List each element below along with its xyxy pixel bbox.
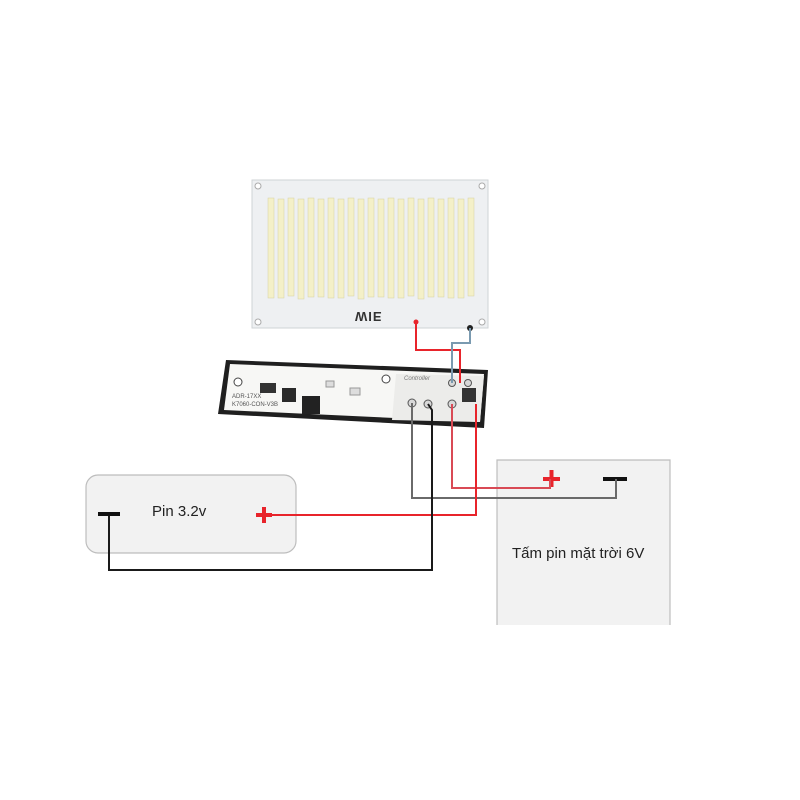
board-right-section [392,374,484,422]
led-strip [397,198,405,299]
board-chip [302,396,320,414]
controller-board [218,360,488,428]
led-strip [407,197,415,297]
board-component [349,387,361,396]
solar-panel-box [496,459,671,625]
led-panel-code: WIE [355,309,383,324]
battery-negative-wire [108,403,433,571]
led-strip [377,198,385,298]
led-strip [467,197,475,297]
battery-minus-sign [98,512,120,516]
board-ic [260,383,276,393]
solar-panel [496,459,671,625]
led-strip [337,198,345,299]
board-code-line-2: K7060-CON-V3B [232,402,279,408]
board-led-terminal [464,379,472,387]
mount-hole [254,318,262,326]
solar-plus-sign-vertical [549,470,554,487]
led-strip [437,198,445,298]
board-component [325,380,335,388]
board-hole [233,377,243,387]
led-strip [417,198,425,300]
led-strip [367,197,375,298]
board-switch [462,388,476,402]
led-strip [457,198,465,299]
board-connector [282,388,296,402]
led-strip [427,197,435,298]
led-strip [357,198,365,300]
battery-plus-sign-vertical [262,507,266,523]
led-strip [297,198,305,300]
board-hole [381,374,391,384]
led-strip [307,197,315,298]
led-strip [387,197,395,299]
led-strip [277,198,285,299]
board-code-line-1: ADR-17XX [232,394,262,400]
solar-panel-label: Tấm pin mặt trời 6V [512,545,645,562]
board-brand: Controller [404,376,431,382]
led-strip [287,197,295,297]
led-panel [251,179,489,331]
led-positive-wire [415,322,461,383]
led-strip [267,197,275,299]
battery [85,474,297,554]
mount-hole [478,318,486,326]
battery-label: Pin 3.2v [152,503,207,520]
battery-positive-wire [272,404,477,516]
wires [108,322,617,571]
led-strips [267,197,475,300]
led-strip [327,197,335,299]
led-strip [317,198,325,298]
led-strip [447,197,455,299]
solar-positive-wire [451,404,551,489]
led-strip [347,197,355,297]
led-negative-wire [451,328,471,383]
solar-negative-wire [411,403,617,499]
mount-hole [254,182,262,190]
mount-hole [478,182,486,190]
